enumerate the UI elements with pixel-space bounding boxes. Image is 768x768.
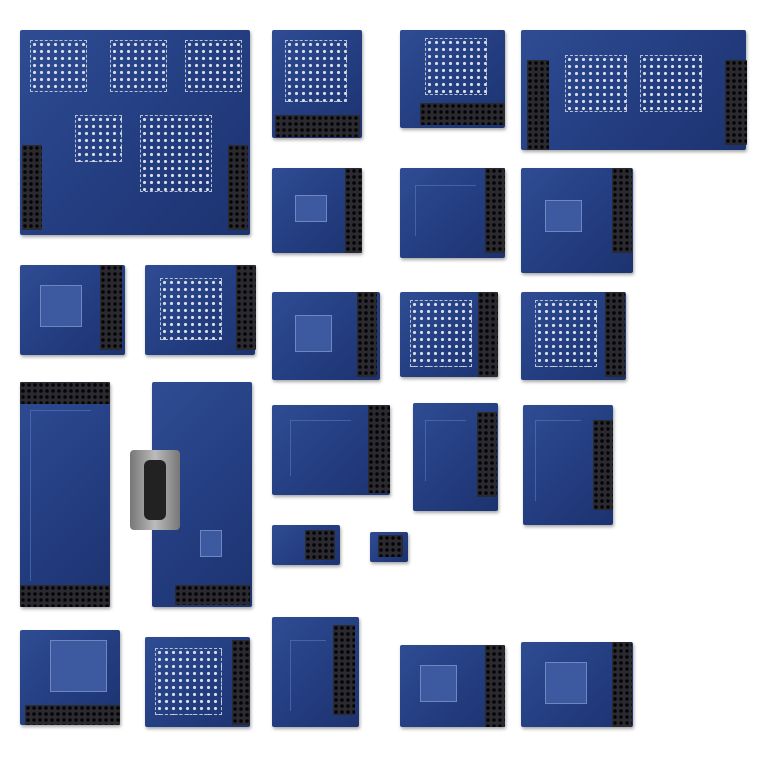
plcc-socket-footprint <box>155 648 222 715</box>
pin-header-connector <box>477 412 497 497</box>
pin-header-connector <box>527 60 549 150</box>
pin-header-connector <box>228 145 248 230</box>
pin-header-connector <box>725 60 747 145</box>
pin-header-connector <box>232 640 250 725</box>
pin-header-connector <box>378 535 403 557</box>
db9-serial-connector <box>130 450 180 530</box>
db9-connector-shell <box>144 460 166 520</box>
pcb-trace <box>30 410 91 581</box>
chip-footprint <box>545 200 582 232</box>
pcb-trace <box>415 185 476 236</box>
pin-header-connector <box>612 168 632 253</box>
pin-header-connector <box>593 420 613 510</box>
pin-header-connector <box>612 642 632 727</box>
plcc-socket-footprint <box>565 55 627 112</box>
plcc-socket-footprint <box>75 115 122 162</box>
pin-header-connector <box>22 145 42 230</box>
pin-header-connector <box>345 168 362 253</box>
plcc-socket-footprint <box>110 40 167 92</box>
pin-header-connector <box>100 265 122 350</box>
pcb-trace <box>290 420 351 476</box>
pcb-trace <box>425 420 466 481</box>
pcb-adapter-board-4 <box>521 30 746 150</box>
pin-header-connector <box>333 625 355 715</box>
pin-header-connector <box>20 585 110 607</box>
pcb-trace <box>535 420 581 501</box>
chip-footprint <box>295 315 332 352</box>
pin-header-connector <box>25 705 120 725</box>
plcc-socket-footprint <box>160 278 222 340</box>
pin-header-connector <box>175 585 250 605</box>
plcc-socket-footprint <box>425 38 487 95</box>
plcc-socket-footprint <box>185 40 242 92</box>
plcc-socket-footprint <box>640 55 702 112</box>
pin-header-connector <box>485 168 505 253</box>
plcc-socket-footprint <box>535 300 597 367</box>
chip-footprint <box>545 662 587 704</box>
pin-header-connector <box>275 115 360 137</box>
plcc-socket-footprint <box>30 40 87 92</box>
chip-footprint <box>50 640 107 692</box>
pin-header-connector <box>478 292 498 377</box>
pin-header-connector <box>305 530 335 560</box>
plcc-socket-footprint <box>285 40 347 102</box>
chip-footprint <box>295 195 327 222</box>
pin-header-connector <box>605 292 625 377</box>
chip-footprint <box>40 285 82 327</box>
pin-header-connector <box>420 103 505 125</box>
pin-header-connector <box>368 405 390 493</box>
plcc-socket-footprint <box>410 300 472 367</box>
pcb-adapter-board-13 <box>20 382 110 607</box>
plcc-socket-footprint <box>140 115 212 192</box>
chip-footprint <box>200 530 222 557</box>
pin-header-connector <box>20 382 110 404</box>
pin-header-connector <box>485 645 505 727</box>
pin-header-connector <box>236 265 256 350</box>
pin-header-connector <box>357 292 377 377</box>
pcb-trace <box>290 640 326 711</box>
chip-footprint <box>420 665 457 702</box>
